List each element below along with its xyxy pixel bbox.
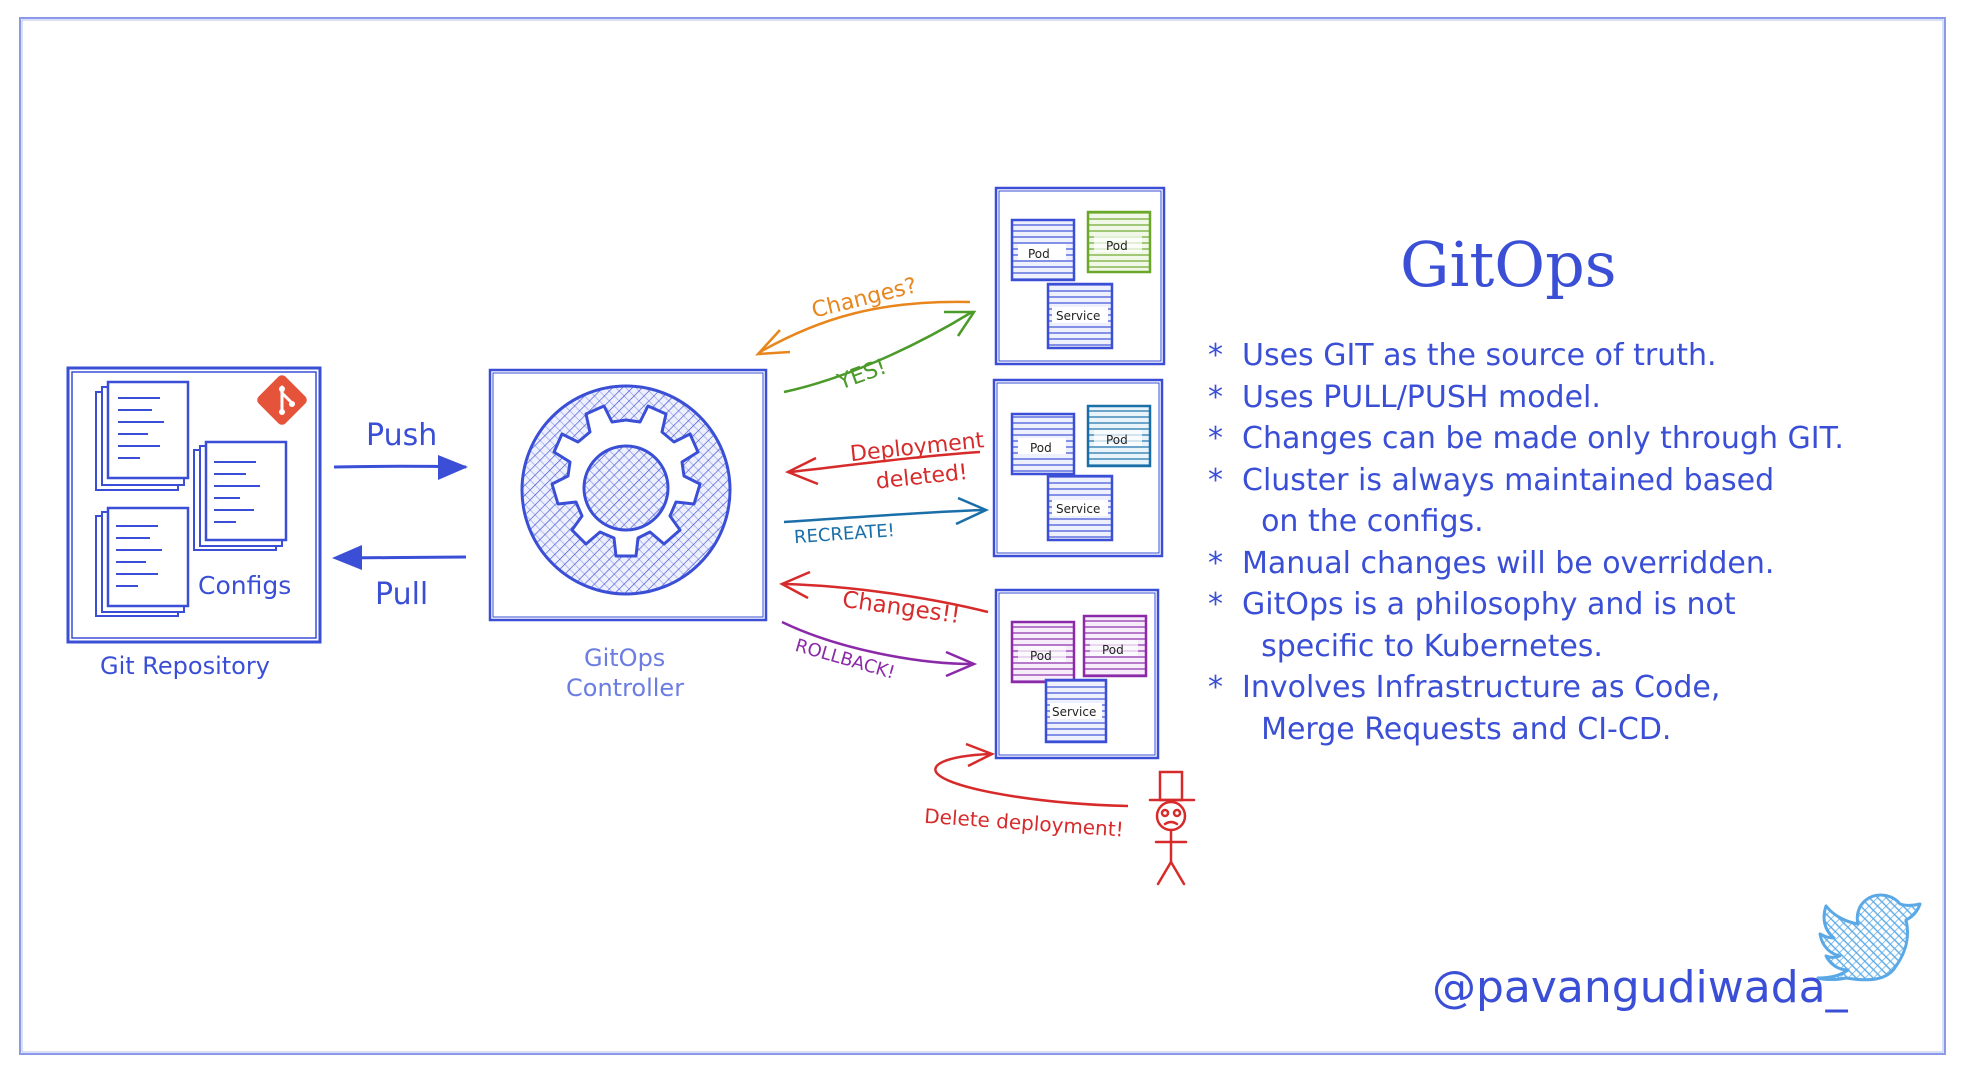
list-item-text: GitOps is a philosophy and is not specif…	[1242, 587, 1736, 664]
feature-list: * Uses GIT as the source of truth. * Uses …	[1208, 335, 1928, 750]
pull-label: Pull	[375, 577, 428, 612]
list-item-text: Cluster is always maintained based on th…	[1242, 462, 1775, 540]
git-repository: Configs	[66, 366, 322, 644]
deployment-deleted-arrow: Deployment deleted!	[784, 428, 986, 495]
delete-deployment-label: Delete deployment!	[924, 804, 1125, 842]
bullet-marker: *	[1208, 421, 1223, 456]
bullet-marker: *	[1208, 379, 1223, 415]
pod-1: Pod	[1010, 218, 1076, 282]
svg-text:Pod: Pod	[1106, 433, 1128, 447]
list-item: * Involves Infrastructure as Code, Merge …	[1208, 667, 1928, 750]
list-item-text: Changes can be made only through GIT.	[1242, 421, 1844, 456]
pod-1: Pod	[1010, 412, 1076, 476]
svg-text:Service: Service	[1056, 309, 1100, 323]
cluster-3: Pod Pod Service	[994, 588, 1160, 760]
cluster-1: Pod Pod Service	[994, 186, 1166, 366]
svg-text:Pod: Pod	[1030, 649, 1052, 663]
push-label: Push	[366, 418, 437, 453]
bullet-marker: *	[1208, 338, 1223, 373]
pod-2: Pod	[1086, 404, 1152, 468]
changes-query-arrow: Changes?	[754, 273, 971, 356]
list-item: * Uses PULL/PUSH model.	[1208, 377, 1928, 419]
rollback-arrow: ROLLBACK!	[781, 620, 978, 684]
controller-label-line1: GitOps	[584, 644, 665, 672]
list-item-text: Uses GIT as the source of truth.	[1242, 338, 1717, 373]
pull-arrow: Pull	[332, 545, 467, 612]
author-handle[interactable]: @pavangudiwada_	[1432, 962, 1848, 1013]
svg-text:Service: Service	[1056, 502, 1100, 516]
service: Service	[1044, 678, 1108, 744]
title: GitOps	[1400, 228, 1617, 301]
changes-query-label: Changes?	[809, 273, 919, 323]
svg-text:Pod: Pod	[1028, 247, 1050, 261]
recreate-label: RECREATE!	[793, 520, 895, 548]
svg-text:Pod: Pod	[1106, 239, 1128, 253]
bullet-marker: *	[1208, 545, 1223, 581]
config-doc-1	[95, 380, 190, 491]
pod-1: Pod	[1010, 620, 1076, 684]
twitter-bird-icon	[1816, 893, 1922, 982]
git-repository-label: Git Repository	[100, 652, 270, 680]
service: Service	[1046, 282, 1114, 350]
configs-label: Configs	[198, 571, 291, 600]
yes-label: YES!	[833, 355, 890, 396]
pod-2: Pod	[1082, 614, 1148, 678]
config-doc-3	[95, 506, 190, 617]
rollback-label: ROLLBACK!	[793, 635, 897, 683]
config-doc-2	[193, 440, 288, 551]
changes-alert-label: Changes!!	[841, 587, 962, 629]
pod-2: Pod	[1086, 210, 1152, 274]
changes-alert-arrow: Changes!!	[779, 570, 989, 629]
git-logo-icon	[257, 375, 307, 425]
list-item-text: Uses PULL/PUSH model.	[1242, 379, 1601, 415]
deployment-label-line2: deleted!	[875, 460, 969, 494]
gitops-controller	[488, 368, 768, 622]
list-item: * GitOps is a philosophy and is not speci…	[1208, 584, 1928, 667]
controller-label-line2: Controller	[566, 674, 684, 702]
list-item-text: Manual changes will be overridden.	[1242, 545, 1775, 581]
service: Service	[1046, 474, 1114, 542]
svg-text:Pod: Pod	[1102, 643, 1124, 657]
stick-figure-icon	[1148, 770, 1196, 886]
recreate-arrow: RECREATE!	[783, 496, 990, 548]
push-arrow: Push	[333, 418, 468, 480]
svg-text:Pod: Pod	[1030, 441, 1052, 455]
yes-arrow: YES!	[783, 310, 977, 396]
bullet-marker: *	[1208, 587, 1223, 622]
outer-frame	[19, 17, 1946, 1055]
gear-icon	[520, 384, 732, 596]
bullet-marker: *	[1208, 462, 1223, 498]
cluster-2: Pod Pod Service	[992, 378, 1164, 558]
bullet-marker: *	[1208, 670, 1223, 705]
list-item: * Manual changes will be overridden.	[1208, 543, 1928, 585]
list-item: * Cluster is always maintained based on t…	[1208, 460, 1928, 543]
list-item-text: Involves Infrastructure as Code, Merge R…	[1242, 670, 1721, 747]
svg-text:Service: Service	[1052, 705, 1096, 719]
list-item: * Uses GIT as the source of truth.	[1208, 335, 1928, 377]
list-item: * Changes can be made only through GIT.	[1208, 418, 1928, 460]
